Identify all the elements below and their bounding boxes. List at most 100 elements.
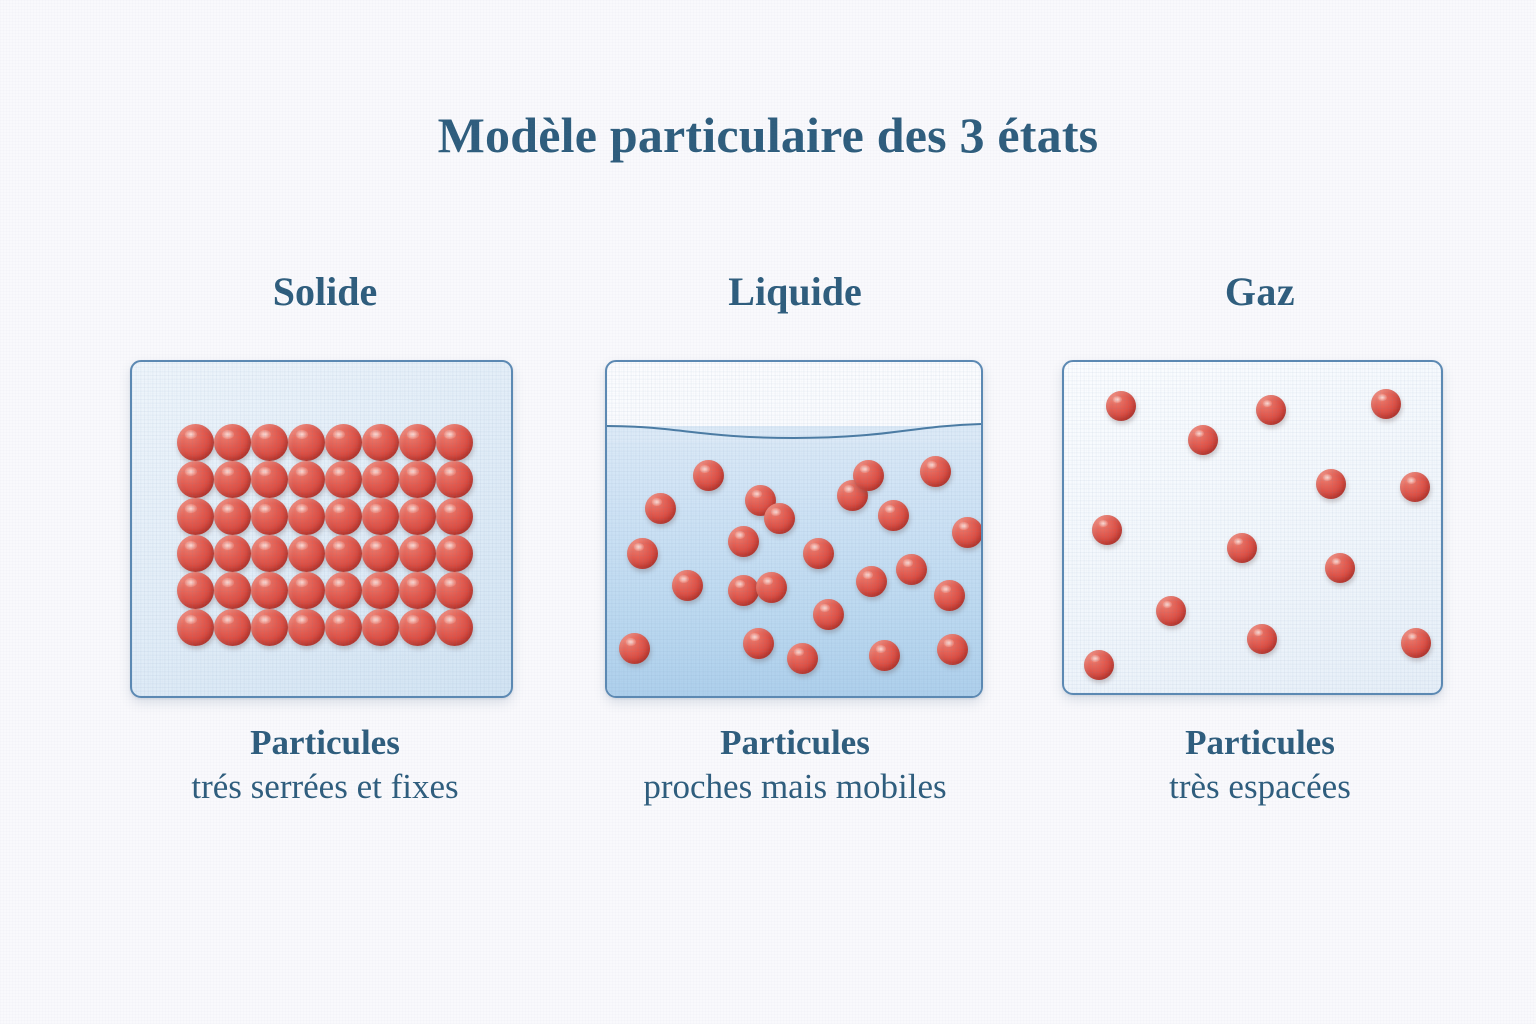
heading-gaz: Gaz <box>1224 269 1296 314</box>
particle-solide <box>177 535 214 572</box>
heading-liquide: Liquide <box>728 269 862 314</box>
particle-solide <box>325 535 362 572</box>
particle-gaz <box>1371 389 1401 419</box>
particle-liquide <box>856 566 887 597</box>
particle-solide <box>251 498 288 535</box>
particle-solide <box>251 572 288 609</box>
caption-solide: Particules trés serrées et fixes <box>100 722 550 811</box>
particle-solide <box>436 424 473 461</box>
particle-liquide <box>619 633 650 664</box>
caption-gaz-line1: Particules <box>1185 723 1335 762</box>
caption-liquide-line2: proches mais mobiles <box>643 767 947 807</box>
particle-solide <box>436 535 473 572</box>
caption-solide-line2: trés serrées et fixes <box>191 767 459 807</box>
particle-gaz <box>1316 469 1346 499</box>
particle-solide <box>288 461 325 498</box>
particle-solide <box>362 424 399 461</box>
panel-gaz <box>1062 360 1443 695</box>
caption-gaz-line2: très espacées <box>1169 767 1351 807</box>
particle-liquide <box>743 628 774 659</box>
particle-solide <box>177 498 214 535</box>
liquid-surface-meniscus <box>607 423 981 442</box>
particle-liquide <box>896 554 927 585</box>
particle-solide <box>399 535 436 572</box>
particle-solide <box>214 498 251 535</box>
particle-liquide <box>728 526 759 557</box>
particle-solide <box>362 498 399 535</box>
particle-liquide <box>952 517 981 548</box>
particle-gaz <box>1092 515 1122 545</box>
particle-solide <box>399 609 436 646</box>
caption-liquide: Particules proches mais mobiles <box>570 722 1020 811</box>
particle-solide <box>177 609 214 646</box>
column-gaz: Gaz Particules très espacées <box>1035 0 1485 1024</box>
particle-solide <box>362 572 399 609</box>
particle-solide <box>177 572 214 609</box>
particle-solide <box>177 424 214 461</box>
particle-solide <box>436 461 473 498</box>
particle-solide <box>362 609 399 646</box>
particle-solide <box>325 424 362 461</box>
particle-solide <box>214 424 251 461</box>
particle-liquide <box>853 460 884 491</box>
particle-solide <box>399 498 436 535</box>
heading-solide: Solide <box>272 269 378 314</box>
particle-gaz <box>1401 628 1431 658</box>
particle-solide <box>362 535 399 572</box>
particle-liquide <box>803 538 834 569</box>
particle-gaz <box>1084 650 1114 680</box>
particle-solide <box>436 498 473 535</box>
panel-solide <box>130 360 513 698</box>
particle-solide <box>251 461 288 498</box>
particle-solide <box>288 609 325 646</box>
particle-liquide <box>920 456 951 487</box>
particle-solide <box>288 572 325 609</box>
caption-gaz: Particules très espacées <box>1035 722 1485 811</box>
particle-solide <box>251 535 288 572</box>
particle-solide <box>325 572 362 609</box>
particle-liquide <box>937 634 968 665</box>
particle-solide <box>399 572 436 609</box>
particle-gaz <box>1227 533 1257 563</box>
particle-solide <box>325 498 362 535</box>
particle-liquide <box>645 493 676 524</box>
page-title: Modèle particulaire des 3 états <box>437 106 1099 163</box>
particle-gaz <box>1106 391 1136 421</box>
particle-solide <box>214 461 251 498</box>
particle-solide <box>288 424 325 461</box>
particle-liquide <box>878 500 909 531</box>
particle-gaz <box>1188 425 1218 455</box>
particle-gaz <box>1400 472 1430 502</box>
column-solide: Solide Particules trés serrées et fixes <box>100 0 550 1024</box>
particle-solide <box>399 424 436 461</box>
particle-liquide <box>934 580 965 611</box>
caption-liquide-line1: Particules <box>720 723 870 762</box>
particle-solide <box>399 461 436 498</box>
particle-solide <box>214 535 251 572</box>
particle-solide <box>214 572 251 609</box>
particle-solide <box>177 461 214 498</box>
particle-solide <box>325 609 362 646</box>
particle-liquide <box>869 640 900 671</box>
panel-liquide <box>605 360 983 698</box>
particle-liquide <box>627 538 658 569</box>
particle-solide <box>288 498 325 535</box>
particle-liquide <box>764 503 795 534</box>
particle-liquide <box>813 599 844 630</box>
particle-solide <box>288 535 325 572</box>
caption-solide-line1: Particules <box>250 723 400 762</box>
particle-gaz <box>1325 553 1355 583</box>
particle-liquide <box>728 575 759 606</box>
particle-solide <box>362 461 399 498</box>
particle-solide <box>214 609 251 646</box>
particle-solide <box>251 424 288 461</box>
particle-liquide <box>756 572 787 603</box>
particle-solide <box>325 461 362 498</box>
column-liquide: Liquide Particules proches mais mobiles <box>570 0 1020 1024</box>
particle-liquide <box>693 460 724 491</box>
particle-gaz <box>1256 395 1286 425</box>
particle-gaz <box>1156 596 1186 626</box>
particle-solide <box>251 609 288 646</box>
particle-solide <box>436 609 473 646</box>
